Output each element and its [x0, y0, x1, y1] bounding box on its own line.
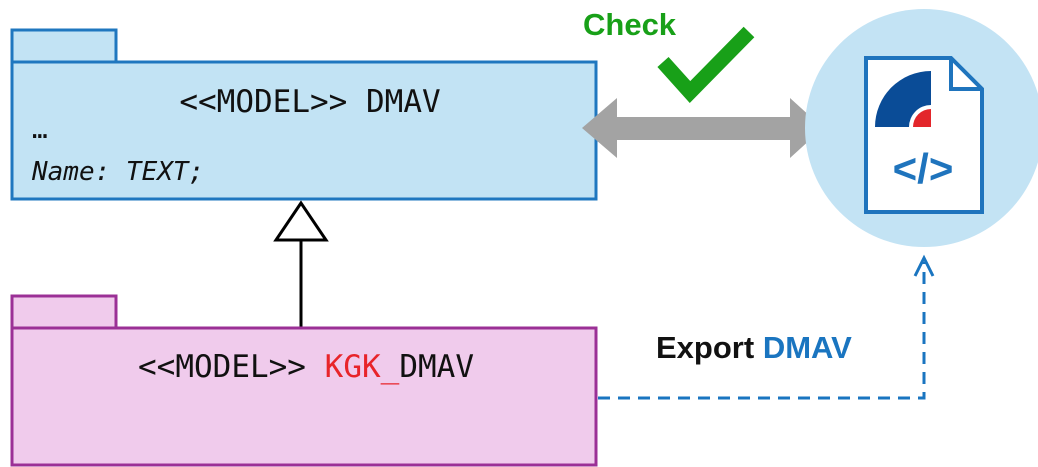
parent-package-ellipsis: …	[32, 115, 48, 145]
logo-blue-arc-icon	[875, 71, 931, 127]
parent-package-attribute: Name: TEXT;	[31, 157, 204, 187]
file-icon-group: </>	[805, 9, 1038, 247]
export-arrowhead-icon	[913, 254, 935, 277]
parent-package-name: DMAV	[366, 84, 441, 120]
export-dashed-line	[598, 262, 926, 400]
code-glyph-icon: </>	[893, 145, 954, 192]
child-package: <<MODEL>> KGK_DMAV	[10, 294, 598, 467]
generalization-triangle-icon	[273, 200, 329, 242]
parent-package: <<MODEL>> DMAV … Name: TEXT;	[10, 28, 598, 201]
generalization-arrow	[273, 200, 329, 327]
child-package-stereotype: <<MODEL>>	[138, 349, 306, 385]
logo-red-quarter-icon	[913, 109, 931, 127]
export-connector	[598, 254, 935, 400]
file-corner-fold	[949, 58, 982, 91]
child-package-title: <<MODEL>> KGK_DMAV	[138, 349, 474, 385]
check-mark-icon	[657, 26, 755, 103]
parent-package-body	[10, 60, 598, 201]
child-package-suffix: DMAV	[399, 349, 474, 385]
export-label: Export DMAV	[656, 330, 852, 365]
double-arrow-icon	[582, 98, 823, 158]
parent-package-title: <<MODEL>> DMAV	[179, 84, 440, 120]
parent-package-tab	[10, 28, 118, 64]
check-label: Check	[583, 7, 677, 42]
child-package-tab	[10, 294, 118, 330]
parent-package-stereotype: <<MODEL>>	[179, 84, 347, 120]
child-package-prefix: KGK	[325, 349, 381, 385]
child-package-separator: _	[381, 349, 400, 385]
child-package-body	[10, 326, 598, 467]
export-label-target: DMAV	[763, 330, 852, 365]
export-label-verb: Export	[656, 330, 754, 365]
